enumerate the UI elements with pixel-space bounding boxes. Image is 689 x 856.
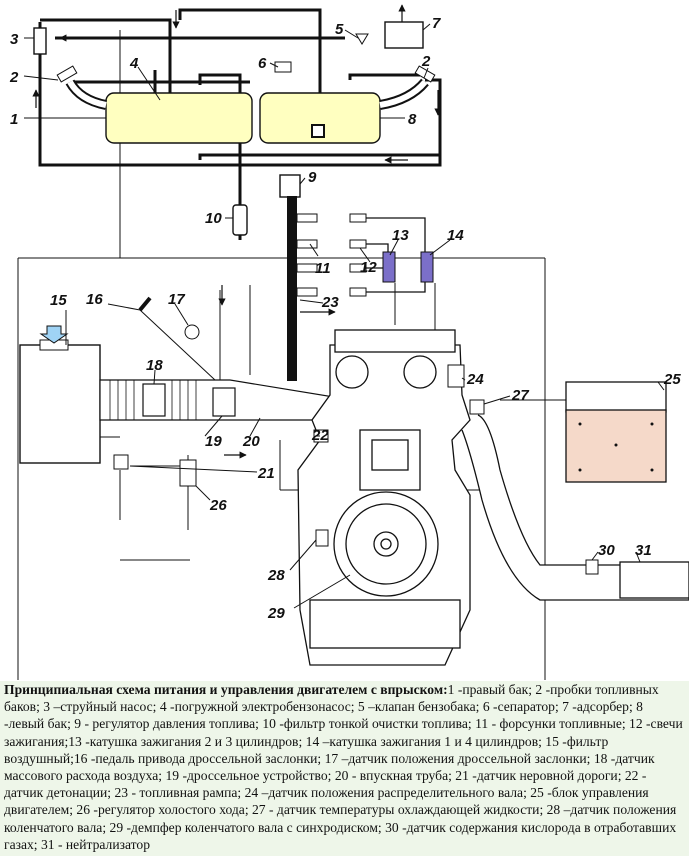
label-5: 5 — [335, 21, 344, 38]
caption-title: Принципиальная схема питания и управлени… — [4, 682, 448, 697]
label-10: 10 — [205, 210, 222, 227]
component-numbers: 3 2 1 4 5 7 6 2 8 9 10 11 12 13 14 15 16… — [9, 15, 681, 622]
engine — [297, 329, 471, 666]
oxygen-sensor — [585, 559, 599, 575]
label-2b: 2 — [421, 53, 431, 70]
label-31: 31 — [635, 542, 652, 559]
label-14: 14 — [447, 227, 464, 244]
throttle-body — [212, 387, 236, 417]
fuel-injectors — [296, 213, 318, 297]
knock-sensor — [313, 429, 329, 443]
label-17: 17 — [168, 291, 185, 308]
fine-fuel-filter — [232, 204, 248, 236]
tank-valve — [355, 33, 369, 45]
catalytic-converter — [619, 561, 689, 599]
right-fuel-tank — [105, 92, 253, 144]
label-22: 22 — [311, 427, 329, 444]
fuel-system-diagram: 3 2 1 4 5 7 6 2 8 9 10 11 12 13 14 15 16… — [9, 4, 689, 680]
label-11: 11 — [315, 260, 331, 277]
label-16: 16 — [86, 291, 103, 308]
label-23: 23 — [321, 294, 339, 311]
leader-lines — [23, 23, 665, 609]
ignition-coil-2-3 — [382, 251, 396, 283]
airflow-arrow-icon — [39, 325, 69, 344]
label-1: 1 — [10, 111, 18, 128]
label-26: 26 — [209, 497, 227, 514]
pressure-regulator — [279, 174, 301, 198]
separator — [274, 61, 292, 73]
label-29: 29 — [267, 605, 285, 622]
rough-road-sensor — [113, 454, 129, 470]
label-6: 6 — [258, 55, 267, 72]
label-28: 28 — [267, 567, 285, 584]
ignition-coil-1-4 — [420, 251, 434, 283]
label-2a: 2 — [9, 69, 19, 86]
coolant-temperature-sensor — [469, 399, 485, 415]
label-30: 30 — [598, 542, 615, 559]
label-15: 15 — [50, 292, 67, 309]
fuel-rail — [287, 196, 297, 381]
diagram-caption: Принципиальная схема питания и управлени… — [0, 681, 689, 856]
label-27: 27 — [511, 387, 529, 404]
label-24: 24 — [466, 371, 484, 388]
flow-arrows — [32, 4, 442, 459]
label-13: 13 — [392, 227, 409, 244]
label-4: 4 — [129, 55, 139, 72]
ecu-connector — [565, 381, 667, 413]
label-18: 18 — [146, 357, 163, 374]
label-9: 9 — [308, 169, 317, 186]
spark-plugs — [349, 213, 367, 297]
label-20: 20 — [242, 433, 260, 450]
camshaft-position-sensor — [447, 364, 465, 388]
throttle-position-sensor — [184, 324, 200, 340]
submersible-pump — [311, 124, 325, 138]
adsorber — [384, 21, 424, 49]
label-12: 12 — [360, 259, 377, 276]
label-3: 3 — [10, 31, 19, 48]
label-19: 19 — [205, 433, 222, 450]
jet-pump — [33, 27, 47, 55]
air-filter — [19, 344, 101, 464]
idle-speed-regulator — [179, 459, 197, 487]
label-21: 21 — [257, 465, 275, 482]
caption-body: 1 -правый бак; 2 -пробки топливных баков… — [4, 682, 683, 852]
label-8: 8 — [408, 111, 417, 128]
fuel-cap-left — [56, 65, 78, 83]
exhaust-pipe — [461, 414, 689, 601]
crankshaft-position-sensor — [315, 529, 329, 547]
label-7: 7 — [432, 15, 441, 32]
mass-air-flow-sensor — [142, 383, 166, 417]
label-25: 25 — [663, 371, 681, 388]
